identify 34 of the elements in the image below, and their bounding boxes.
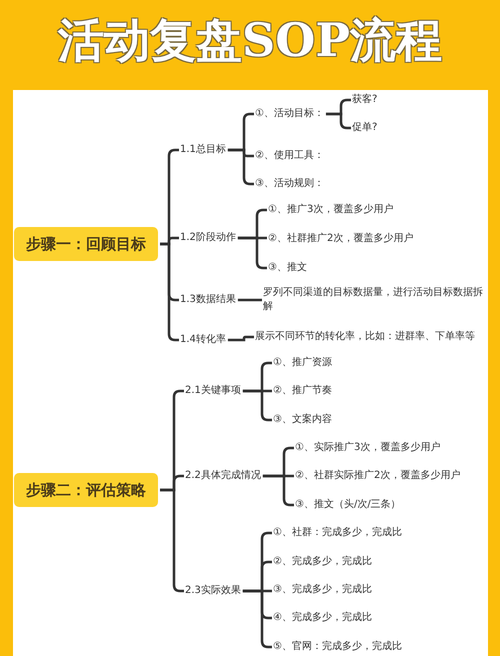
branch-label: 1.1总目标 [180,143,226,157]
branch-label: ①、社群：完成多少，完成比 [273,526,402,540]
branch-label: ③、推文 [268,261,307,275]
branch-label: 1.4转化率 [180,333,226,347]
branch-label: ③、推文（头/次/三条） [295,498,401,512]
branch-label: ①、推广3次，覆盖多少用户 [268,203,394,217]
branch-label: 2.3实际效果 [185,584,241,598]
step-box: 步骤二：评估策略 [14,473,158,507]
title: 活动复盘SOP流程 [58,12,442,69]
branch-label: ②、完成多少，完成比 [273,555,372,569]
connector-line [228,336,254,342]
branch-label: 罗列不同渠道的目标数据量，进行活动目标数据拆解 [263,286,485,314]
branch-label: 1.2阶段动作 [180,231,236,245]
connector-line [238,298,262,302]
branch-label: ②、社群推广2次，覆盖多少用户 [268,232,414,246]
branch-label: ④、完成多少，完成比 [273,611,372,625]
branch-label: ③、文案内容 [273,413,332,427]
branch-label: ②、推广节奏 [273,384,332,398]
branch-label: 2.1关键事项 [185,384,241,398]
branch-label: ①、活动目标： [255,107,324,121]
connector-line [326,112,351,130]
branch-label: ⑤、官网：完成多少，完成比 [273,640,402,654]
branch-label: 展示不同环节的转化率，比如：进群率、下单率等 [255,330,485,344]
branch-label: ③、活动规则： [255,177,324,191]
branch-label: 1.3数据结果 [180,293,236,307]
step-box: 步骤一：回顾目标 [14,227,158,261]
branch-label: ③、完成多少，完成比 [273,583,372,597]
branch-label: ②、社群实际推广2次，覆盖多少用户 [295,469,460,483]
branch-label: ①、推广资源 [273,356,332,370]
branch-label: 获客? [352,93,378,107]
branch-label: 2.2具体完成情况 [185,469,261,483]
branch-label: ②、使用工具： [255,149,324,163]
branch-label: 促单? [352,121,378,135]
branch-label: ①、实际推广3次，覆盖多少用户 [295,441,440,455]
